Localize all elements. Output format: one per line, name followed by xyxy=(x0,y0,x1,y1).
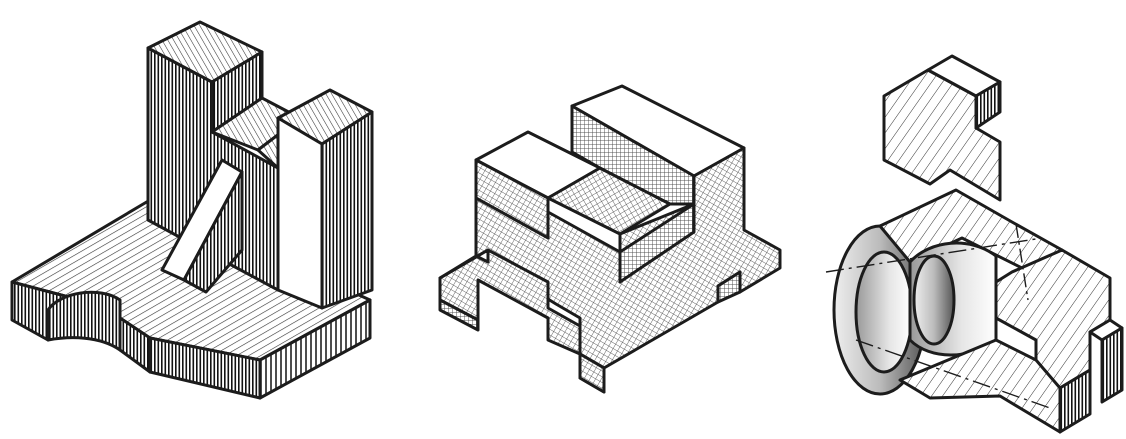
center-line-vertical xyxy=(1015,223,1029,301)
base-right-side-face xyxy=(258,298,372,400)
sectioned-cylinder-drawing xyxy=(825,54,1124,434)
block-right-side xyxy=(618,202,696,284)
inner-bore-ring xyxy=(912,254,956,346)
flange-side xyxy=(974,80,1002,130)
upright-right-front xyxy=(276,116,324,310)
slotted-block-drawing xyxy=(438,84,782,394)
rib-side-face xyxy=(182,170,244,294)
left-wing-top xyxy=(438,248,490,280)
center-line-axis xyxy=(855,339,1051,409)
base-notch xyxy=(46,290,122,352)
cylinder-bore xyxy=(854,250,914,374)
left-foot xyxy=(438,298,480,332)
center-line-horizontal xyxy=(825,237,1043,273)
front-lower-face xyxy=(578,352,606,394)
bracket-drawing xyxy=(10,20,374,400)
lower-section-face xyxy=(898,338,1062,434)
upright-right-side xyxy=(320,110,374,310)
right-foot xyxy=(716,270,742,304)
right-flange-side xyxy=(1100,326,1124,404)
